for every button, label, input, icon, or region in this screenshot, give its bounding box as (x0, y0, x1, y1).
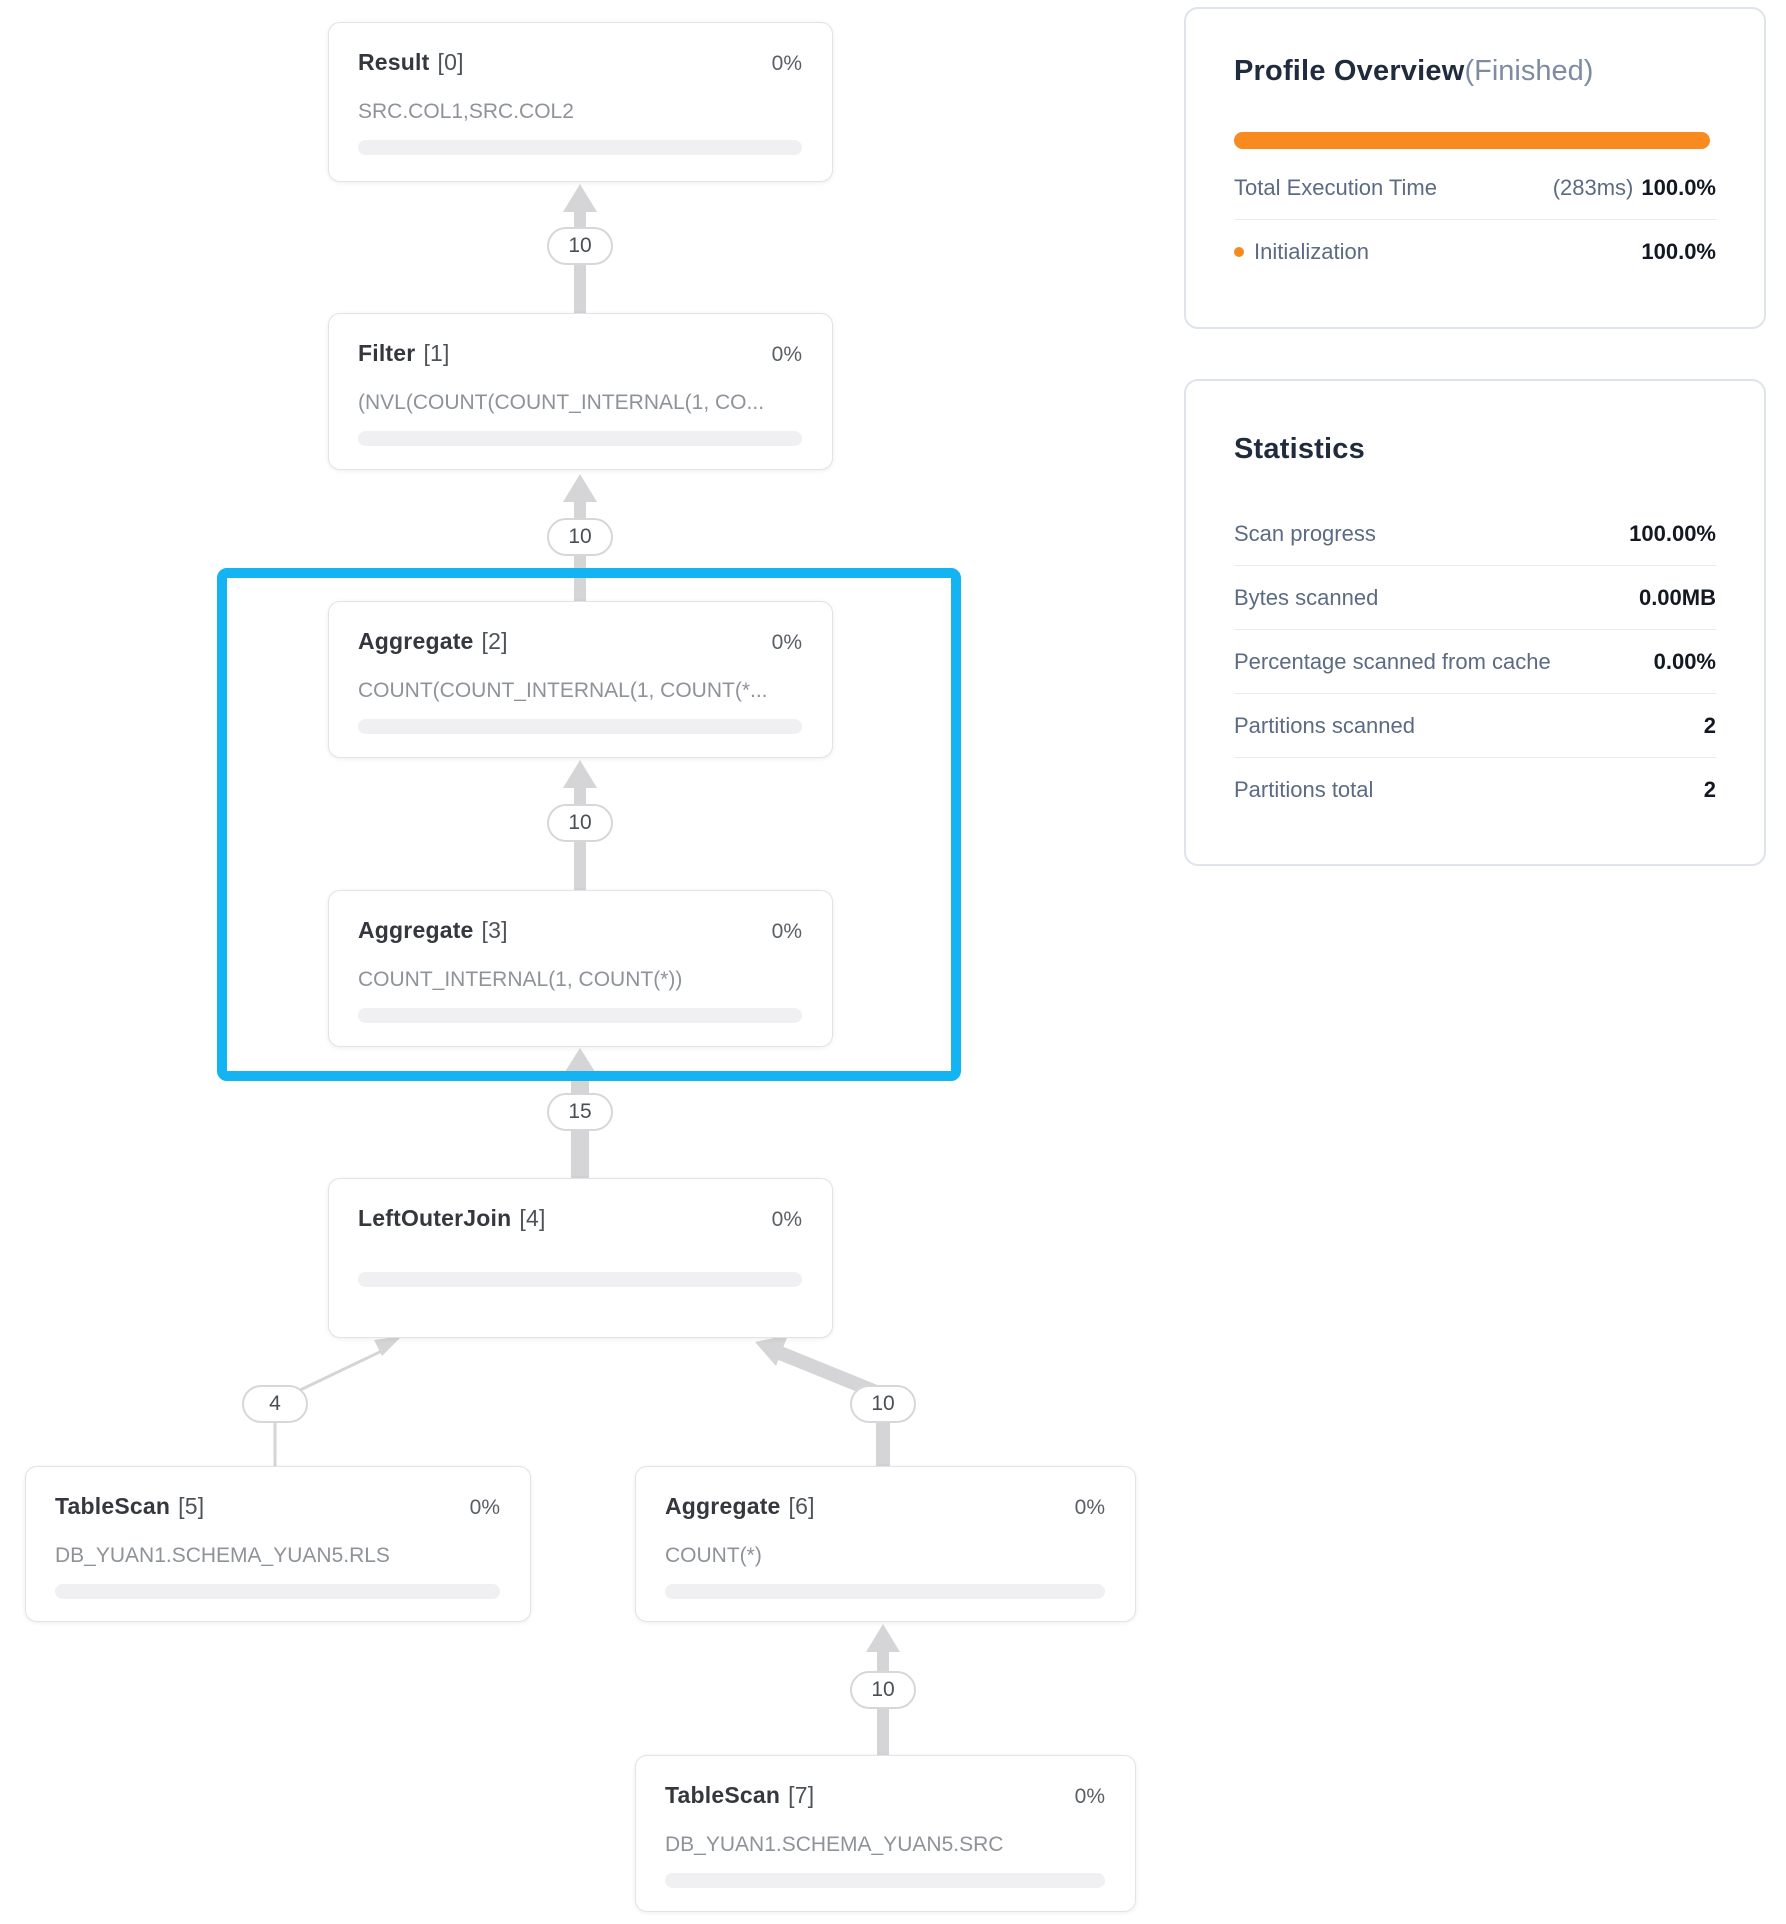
node-index: [7] (788, 1782, 815, 1808)
node-progress-bar (665, 1873, 1105, 1888)
stat-row-bytes-scanned: Bytes scanned 0.00MB (1234, 566, 1716, 630)
node-expression: SRC.COL1,SRC.COL2 (358, 100, 574, 123)
node-progress-bar (665, 1584, 1105, 1599)
edge-rowcount-badge: 10 (547, 518, 613, 556)
node-progress-bar (55, 1584, 500, 1599)
node-expression: DB_YUAN1.SCHEMA_YUAN5.RLS (55, 1544, 390, 1567)
node-progress-bar (358, 1272, 802, 1287)
node-percentage: 0% (771, 631, 802, 654)
execution-time-ms: (283ms) (1552, 174, 1634, 200)
node-percentage: 0% (469, 1496, 500, 1519)
initialization-bullet-icon (1234, 247, 1244, 257)
arrowhead-diagonal-icon (374, 1336, 402, 1356)
operator-node-tablescan-5[interactable]: TableScan[5] 0% DB_YUAN1.SCHEMA_YUAN5.RL… (25, 1466, 531, 1622)
node-index: [5] (178, 1493, 205, 1519)
stat-row-scan-progress: Scan progress 100.00% (1234, 502, 1716, 566)
initialization-row: Initialization 100.0% (1234, 220, 1716, 284)
query-status: (Finished) (1464, 55, 1594, 87)
node-percentage: 0% (771, 920, 802, 943)
arrowhead-diagonal-icon (755, 1335, 788, 1366)
execution-time-percent: 100.0% (1641, 174, 1716, 200)
node-title: Aggregate[3] (358, 917, 508, 943)
node-title: Result[0] (358, 49, 464, 75)
node-expression: (NVL(COUNT(COUNT_INTERNAL(1, CO... (358, 391, 765, 414)
node-index: [6] (788, 1493, 815, 1519)
node-index: [2] (481, 628, 508, 654)
node-title: Aggregate[2] (358, 628, 508, 654)
arrowhead-up-icon (563, 760, 597, 788)
node-percentage: 0% (771, 52, 802, 75)
operator-node-leftouterjoin[interactable]: LeftOuterJoin[4] 0% (328, 1178, 833, 1338)
operator-node-aggregate-2[interactable]: Aggregate[2] 0% COUNT(COUNT_INTERNAL(1, … (328, 601, 833, 758)
arrowhead-up-icon (563, 184, 597, 212)
node-title: TableScan[7] (665, 1782, 815, 1808)
node-title: Filter[1] (358, 340, 450, 366)
edge-rowcount-badge: 10 (850, 1671, 916, 1709)
node-title: TableScan[5] (55, 1493, 205, 1519)
total-execution-time-row: Total Execution Time (283ms)100.0% (1234, 156, 1716, 220)
edge-rowcount-badge: 10 (547, 227, 613, 265)
node-percentage: 0% (1074, 1785, 1105, 1808)
panel-title: Statistics (1234, 433, 1365, 465)
operator-node-tablescan-7[interactable]: TableScan[7] 0% DB_YUAN1.SCHEMA_YUAN5.SR… (635, 1755, 1136, 1912)
execution-time-bar (1234, 132, 1710, 149)
node-expression: COUNT_INTERNAL(1, COUNT(*)) (358, 968, 683, 991)
node-index: [4] (519, 1205, 546, 1231)
selection-highlight (217, 568, 961, 1081)
stat-row-partitions-scanned: Partitions scanned 2 (1234, 694, 1716, 758)
arrowhead-up-icon (563, 474, 597, 502)
operator-node-filter[interactable]: Filter[1] 0% (NVL(COUNT(COUNT_INTERNAL(1… (328, 313, 833, 470)
edge-rowcount-badge: 15 (547, 1093, 613, 1131)
node-expression: DB_YUAN1.SCHEMA_YUAN5.SRC (665, 1833, 1004, 1856)
node-progress-bar (358, 1008, 802, 1023)
arrowhead-up-icon (561, 1048, 599, 1078)
operator-node-aggregate-6[interactable]: Aggregate[6] 0% COUNT(*) (635, 1466, 1136, 1622)
node-progress-bar (358, 431, 802, 446)
profile-overview-panel: Profile Overview(Finished) Total Executi… (1184, 7, 1766, 329)
stat-row-partitions-total: Partitions total 2 (1234, 777, 1716, 802)
node-progress-bar (358, 719, 802, 734)
stat-row-percentage-scanned-from-cache: Percentage scanned from cache 0.00% (1234, 630, 1716, 694)
edge-rowcount-badge: 10 (547, 804, 613, 842)
initialization-percent: 100.0% (1641, 239, 1716, 264)
operator-node-aggregate-3[interactable]: Aggregate[3] 0% COUNT_INTERNAL(1, COUNT(… (328, 890, 833, 1047)
node-index: [3] (481, 917, 508, 943)
node-percentage: 0% (1074, 1496, 1105, 1519)
node-title: LeftOuterJoin[4] (358, 1205, 546, 1231)
node-title: Aggregate[6] (665, 1493, 815, 1519)
edge-rowcount-badge: 10 (850, 1385, 916, 1423)
arrowhead-up-icon (866, 1624, 900, 1652)
panel-title: Profile Overview (1234, 55, 1465, 87)
node-index: [1] (423, 340, 450, 366)
node-percentage: 0% (771, 1208, 802, 1231)
node-progress-bar (358, 140, 802, 155)
statistics-panel: Statistics Scan progress 100.00% Bytes s… (1184, 379, 1766, 866)
node-expression: COUNT(*) (665, 1544, 762, 1567)
edge-rowcount-badge: 4 (242, 1385, 308, 1423)
node-percentage: 0% (771, 343, 802, 366)
node-index: [0] (437, 49, 464, 75)
operator-node-result[interactable]: Result[0] 0% SRC.COL1,SRC.COL2 (328, 22, 833, 182)
node-expression: COUNT(COUNT_INTERNAL(1, COUNT(*... (358, 679, 768, 702)
